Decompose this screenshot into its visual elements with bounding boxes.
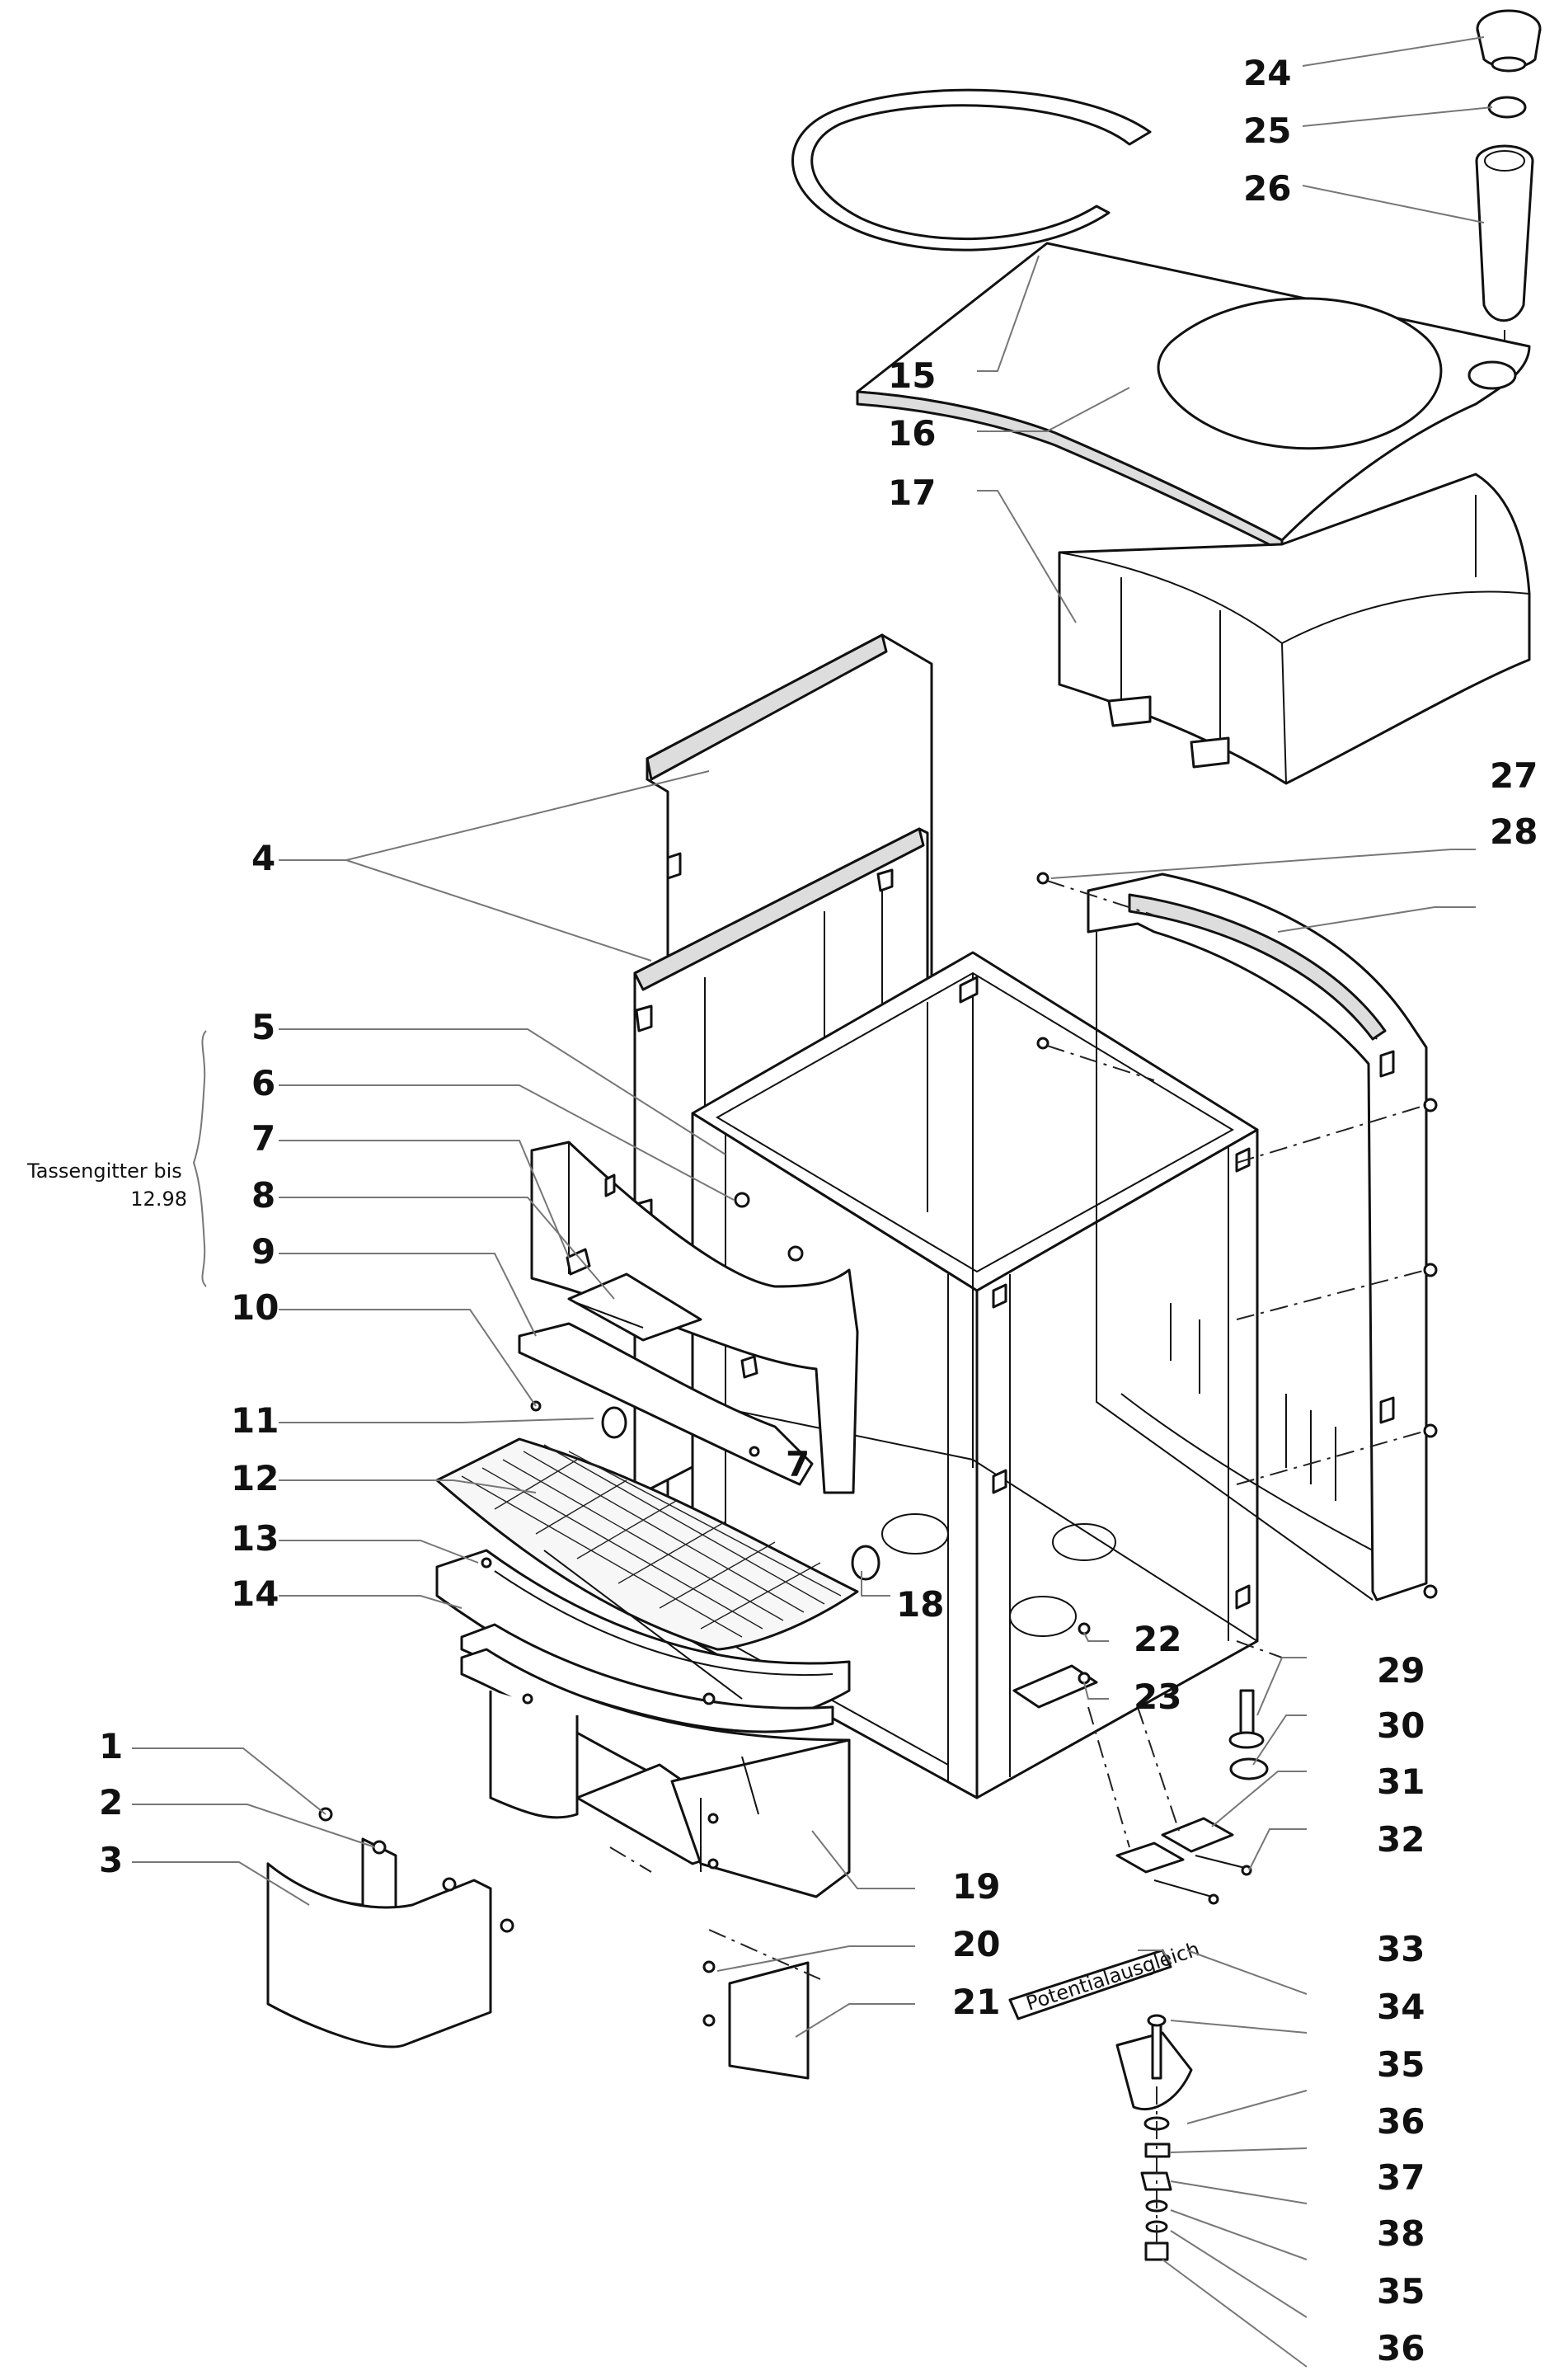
cup-grid-note: Tassengitter bis 12.98 <box>26 1159 187 1211</box>
callout-9: 9 <box>251 1231 275 1272</box>
cover-tube-assembly <box>1475 9 1542 388</box>
callout-7-second: 7 <box>786 1444 810 1484</box>
grid-mesh <box>461 1444 842 1638</box>
callout-25: 25 <box>1243 111 1291 151</box>
callout-29: 29 <box>1377 1650 1425 1691</box>
callout-36: 36 <box>1377 2101 1425 2142</box>
note-line-2: 12.98 <box>130 1188 187 1211</box>
callout-numbers: 24 25 26 15 16 17 4 27 28 5 6 7 8 9 10 1… <box>99 53 1538 2368</box>
callout-11: 11 <box>231 1400 279 1441</box>
fixings-front <box>481 1400 1091 1705</box>
callout-15: 15 <box>888 355 936 396</box>
callout-32: 32 <box>1377 1819 1425 1860</box>
cup-grid-bracket <box>518 1141 859 1494</box>
callout-14: 14 <box>231 1573 279 1614</box>
callout-16: 16 <box>888 413 936 454</box>
callout-18: 18 <box>896 1584 944 1625</box>
callout-28: 28 <box>1490 811 1538 852</box>
callout-8: 8 <box>251 1175 275 1216</box>
potential-sticker: Potentialausgleich <box>1008 1937 1202 2020</box>
sticker-label: Potentialausgleich <box>1023 1937 1202 2015</box>
callout-3: 3 <box>99 1840 123 1880</box>
callout-5: 5 <box>251 1007 275 1047</box>
service-cover <box>609 1846 821 2080</box>
note-line-1: Tassengitter bis <box>26 1159 182 1183</box>
callout-34: 34 <box>1377 1987 1425 2027</box>
callout-10: 10 <box>231 1287 279 1328</box>
ground-stud-assembly <box>1115 2014 1193 2261</box>
tray-base <box>460 1648 851 1898</box>
adjustable-foot <box>1228 1689 1269 1780</box>
callout-38: 38 <box>1377 2213 1425 2254</box>
callout-27: 27 <box>1490 755 1538 796</box>
side-panel-screws <box>1036 872 1438 1658</box>
callout-1: 1 <box>99 1726 123 1766</box>
callout-6: 6 <box>251 1063 275 1103</box>
callout-35: 35 <box>1377 2044 1425 2085</box>
callout-26: 26 <box>1243 168 1291 209</box>
top-lid <box>856 242 1531 553</box>
callout-37: 37 <box>1377 2157 1425 2198</box>
callout-22: 22 <box>1134 1619 1181 1659</box>
callout-36-second: 36 <box>1377 2328 1425 2368</box>
callout-23: 23 <box>1134 1677 1181 1717</box>
callout-35-second: 35 <box>1377 2271 1425 2312</box>
callout-21: 21 <box>952 1982 1000 2022</box>
callout-31: 31 <box>1377 1761 1425 1802</box>
drip-grid <box>435 1437 859 1651</box>
hopper-housing <box>1058 473 1531 785</box>
callout-20: 20 <box>952 1924 1000 1964</box>
callout-12: 12 <box>231 1458 279 1498</box>
callout-2: 2 <box>99 1782 123 1823</box>
callout-17: 17 <box>888 473 936 513</box>
callout-7: 7 <box>251 1118 275 1159</box>
callout-33: 33 <box>1377 1929 1425 1969</box>
leader-lines <box>132 36 1493 2368</box>
foot-brackets <box>1087 1706 1252 1905</box>
callout-13: 13 <box>231 1518 279 1559</box>
callout-19: 19 <box>952 1866 1000 1907</box>
callout-30: 30 <box>1377 1705 1425 1746</box>
callout-4: 4 <box>251 838 275 878</box>
callout-24: 24 <box>1243 53 1291 93</box>
side-panel <box>1087 873 1428 1602</box>
front-trim <box>266 1807 514 2048</box>
seal-ring <box>791 88 1152 252</box>
